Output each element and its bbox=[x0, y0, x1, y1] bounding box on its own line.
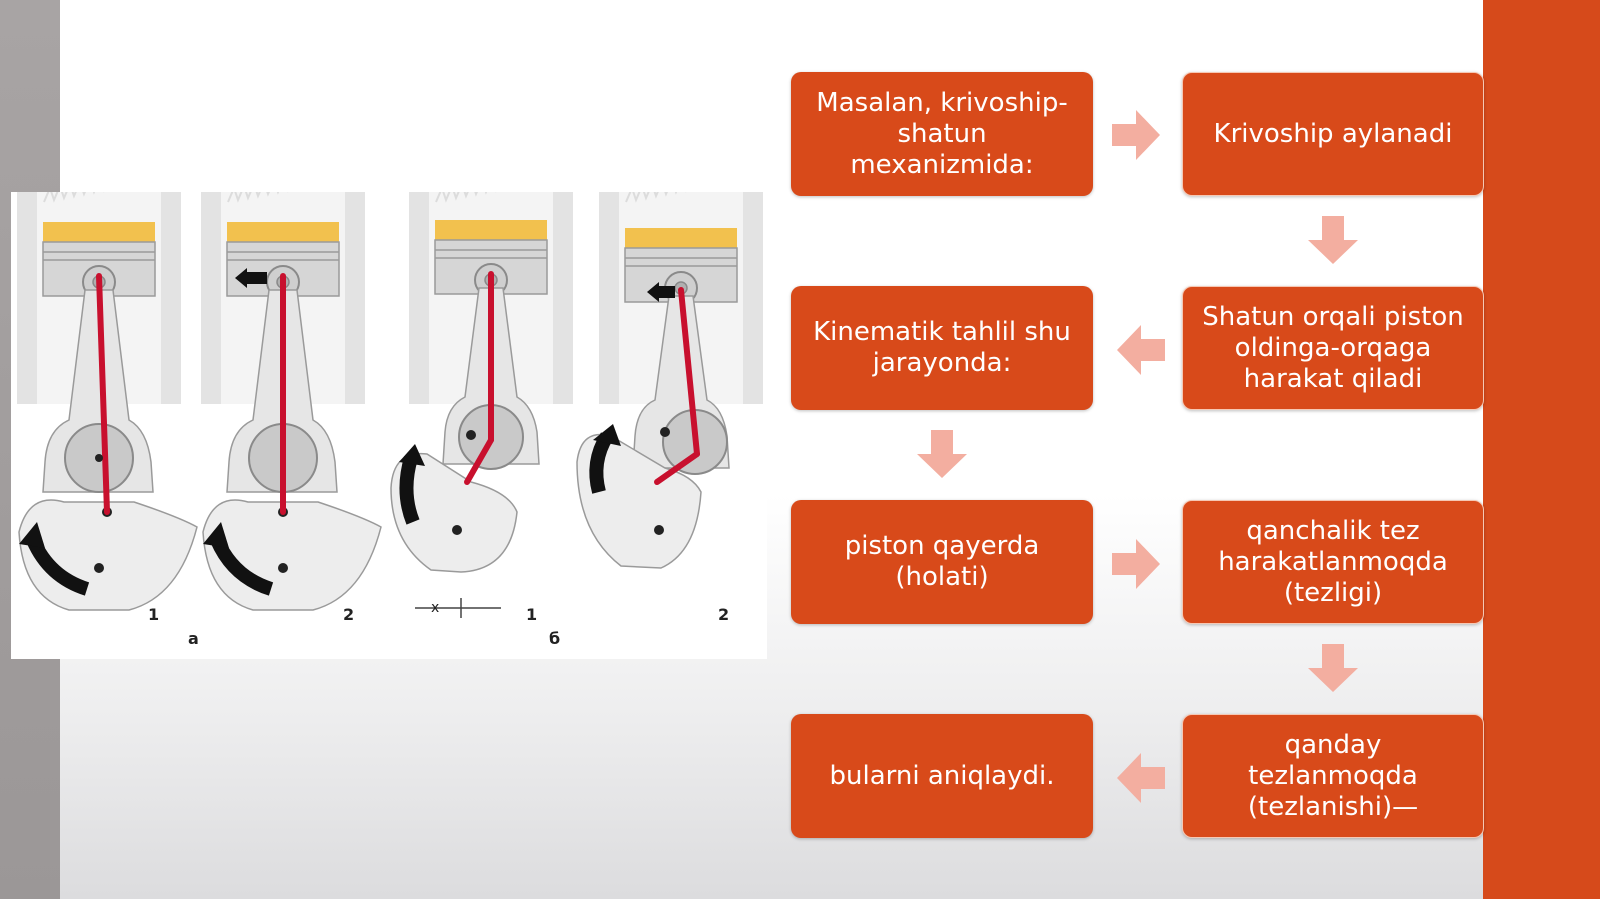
flow-box-2: Krivoship aylanadi bbox=[1182, 72, 1484, 196]
panel-1 bbox=[16, 192, 198, 611]
panel-label-1: 1 bbox=[148, 605, 159, 624]
right-accent-bar bbox=[1483, 0, 1600, 899]
panel-label-2: 2 bbox=[343, 605, 354, 624]
flow-box-4: Kinematik tahlil shu jarayonda: bbox=[791, 286, 1093, 410]
arrow-right-icon bbox=[1112, 539, 1160, 589]
panel-2 bbox=[200, 192, 382, 611]
crank-mechanism-svg: 1 2 1 2 а б x bbox=[16, 192, 764, 648]
arrow-left-icon bbox=[1117, 753, 1165, 803]
crank-mechanism-illustration: 1 2 1 2 а б x bbox=[11, 192, 767, 659]
flow-box-1: Masalan, krivoship-shatun mexanizmida: bbox=[791, 72, 1093, 196]
flow-box-3: Shatun orqali piston oldinga-orqaga hara… bbox=[1182, 286, 1484, 410]
arrow-left-icon bbox=[1117, 325, 1165, 375]
arrow-down-icon bbox=[1308, 644, 1358, 692]
group-label-a: а bbox=[188, 629, 199, 648]
panel-label-4: 2 bbox=[718, 605, 729, 624]
flow-box-5: piston qayerda (holati) bbox=[791, 500, 1093, 624]
flow-box-8: bularni aniqlaydi. bbox=[791, 714, 1093, 838]
arrow-down-icon bbox=[917, 430, 967, 478]
panel-4 bbox=[576, 192, 764, 569]
displacement-label-x: x bbox=[431, 600, 439, 616]
arrow-down-icon bbox=[1308, 216, 1358, 264]
arrow-right-icon bbox=[1112, 110, 1160, 160]
flow-box-7: qanday tezlanmoqda (tezlanishi)— bbox=[1182, 714, 1484, 838]
group-label-b: б bbox=[549, 629, 560, 648]
flow-box-6: qanchalik tez harakatlanmoqda (tezligi) bbox=[1182, 500, 1484, 624]
panel-3 bbox=[390, 192, 574, 618]
panel-label-3: 1 bbox=[526, 605, 537, 624]
